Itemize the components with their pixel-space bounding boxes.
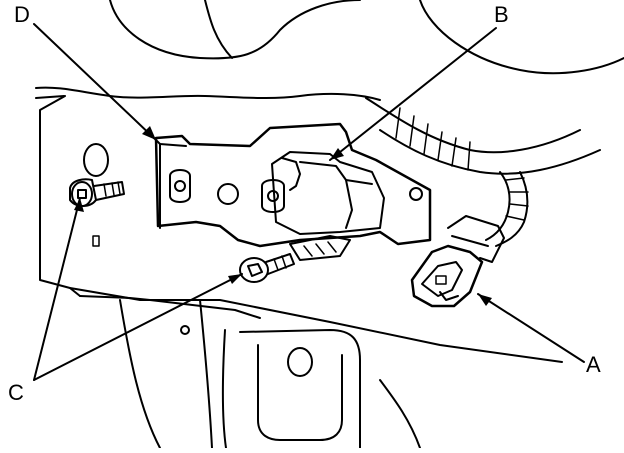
- bolt-lower: [239, 253, 295, 283]
- callout-label-c: C: [8, 380, 24, 405]
- callout-label-d: D: [14, 2, 30, 27]
- wire-harness: [365, 97, 601, 247]
- connector: [410, 215, 505, 308]
- callout-label-b: B: [494, 2, 509, 27]
- leader-arrowheads: [74, 126, 492, 306]
- sensor: [261, 151, 385, 261]
- leader-lines: [33, 23, 585, 381]
- engine-body-outline: [35, 0, 624, 449]
- bolt-upper: [69, 178, 125, 207]
- callout-label-a: A: [586, 352, 601, 377]
